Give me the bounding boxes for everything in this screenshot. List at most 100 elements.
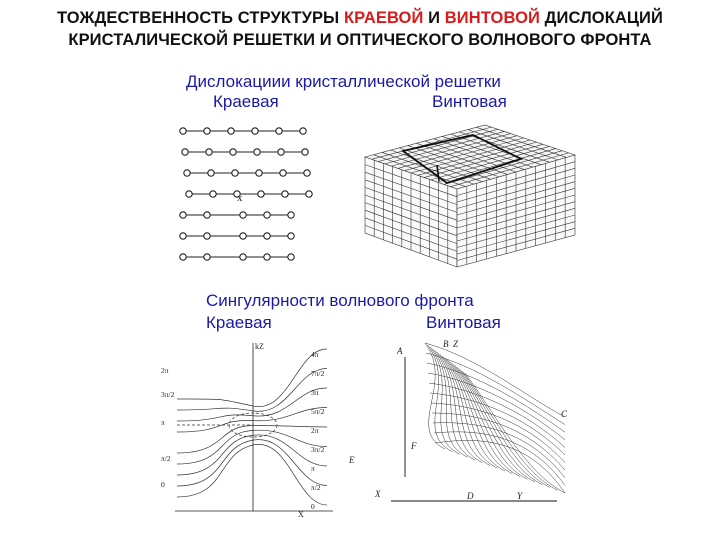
surface-line [424, 342, 566, 418]
grid-line [476, 127, 567, 158]
title-and: И [423, 9, 445, 27]
surface-line [432, 422, 566, 478]
edge-dislocation-lattice [179, 127, 313, 261]
phase-right-tick: 3π/2 [311, 445, 325, 454]
lattice-atom [239, 232, 247, 240]
lattice-atom [287, 253, 295, 261]
lattice-atom [275, 127, 283, 135]
lattice-atom [281, 190, 289, 198]
lattice-atom [251, 127, 259, 135]
surface-line [449, 361, 521, 477]
lattice-atom [227, 127, 235, 135]
lattice-atom [181, 148, 189, 156]
lattice-atom [183, 169, 191, 177]
lattice-screw-label: Винтовая [432, 92, 507, 111]
edge-marker: x [237, 192, 243, 204]
title-text: ТОЖДЕСТВЕННОСТЬ СТРУКТУРЫ [57, 9, 344, 27]
phase-right-tick: 2π [311, 426, 319, 435]
grid-line [430, 146, 550, 181]
surface-line [433, 431, 566, 486]
grid-line [459, 131, 550, 163]
grid-line [450, 152, 569, 188]
surface-line [464, 372, 566, 494]
phase-line [176, 348, 328, 407]
lattice-atom [203, 232, 211, 240]
lattice-atom [287, 232, 295, 240]
screw-dislocation-block [363, 124, 577, 268]
lattice-atom [305, 190, 313, 198]
title-line-2: КРИСТАЛИЧЕСКОЙ РЕШЕТКИ И ОПТИЧЕСКОГО ВОЛ… [68, 31, 652, 49]
lattice-atom [303, 169, 311, 177]
grid-line [437, 148, 556, 183]
grid-line [456, 228, 576, 261]
phase-right-tick: 4π [311, 350, 319, 359]
lattice-atom [301, 148, 309, 156]
surface-line [427, 372, 566, 440]
phase-line [176, 407, 328, 433]
lattice-atom [205, 148, 213, 156]
surface-line [431, 412, 566, 471]
lattice-edge-label: Краевая [213, 92, 279, 111]
lattice-atom [239, 211, 247, 219]
surface-line [457, 367, 543, 485]
surface-line [428, 382, 566, 448]
surface-point-label: D [466, 491, 474, 501]
lattice-atom [203, 253, 211, 261]
phase-line [176, 387, 328, 422]
lattice-atom [299, 127, 307, 135]
lattice-figure: x [157, 117, 579, 287]
surface-line [434, 350, 476, 461]
surface-line [425, 352, 566, 425]
surface-line [447, 359, 513, 474]
surface-point-label: A [396, 346, 403, 356]
lattice-atom [229, 148, 237, 156]
phase-right-tick: 3π [311, 388, 319, 397]
grid-line [443, 150, 563, 185]
phase-left-tick: π/2 [161, 454, 171, 463]
phase-line [176, 368, 328, 412]
phase-left-tick: 3π/2 [161, 390, 175, 399]
dislocation-step [436, 164, 440, 182]
lattice-atom [257, 190, 265, 198]
phase-x-label: X [298, 510, 304, 519]
surface-line [427, 344, 453, 452]
grid-line [364, 194, 458, 229]
surface-line [454, 365, 536, 483]
phase-axis-label: kZ [255, 342, 264, 351]
lattice-atom [255, 169, 263, 177]
surface-point-label: Z [453, 339, 459, 349]
grid-line [442, 136, 533, 168]
surface-line [437, 352, 483, 463]
lattice-atom [179, 127, 187, 135]
grid-line [364, 209, 458, 244]
surface-point-label: X [374, 489, 381, 499]
phase-right-tick: 0 [311, 502, 315, 511]
grid-line [450, 133, 542, 165]
phase-right-tick: 5π/2 [311, 407, 325, 416]
lattice-atom [203, 127, 211, 135]
grid-line [364, 225, 458, 260]
lattice-atom [231, 169, 239, 177]
phase-left-tick: π [161, 418, 165, 427]
phase-left-tick: 2π [161, 366, 169, 375]
lattice-atom [287, 211, 295, 219]
lattice-atom [233, 190, 241, 198]
surface-point-label: B [443, 339, 449, 349]
surface-line [424, 342, 446, 450]
surface-line [442, 355, 498, 469]
surface-line [430, 402, 566, 463]
grid-line [456, 221, 576, 255]
grid-line [364, 217, 458, 252]
phase-left-tick: 0 [161, 480, 165, 489]
phase-line [176, 444, 328, 506]
lattice-atom [279, 169, 287, 177]
title-screw-word: ВИНТОВОЙ [444, 9, 540, 27]
surface-point-label: Y [517, 491, 523, 501]
lattice-heading: Дислокациии кристаллической решетки [186, 72, 501, 91]
surface-point-label: C [561, 409, 568, 419]
lattice-atom [185, 190, 193, 198]
lattice-atom [209, 190, 217, 198]
burgers-circuit [400, 134, 524, 184]
phase-line [176, 439, 328, 487]
